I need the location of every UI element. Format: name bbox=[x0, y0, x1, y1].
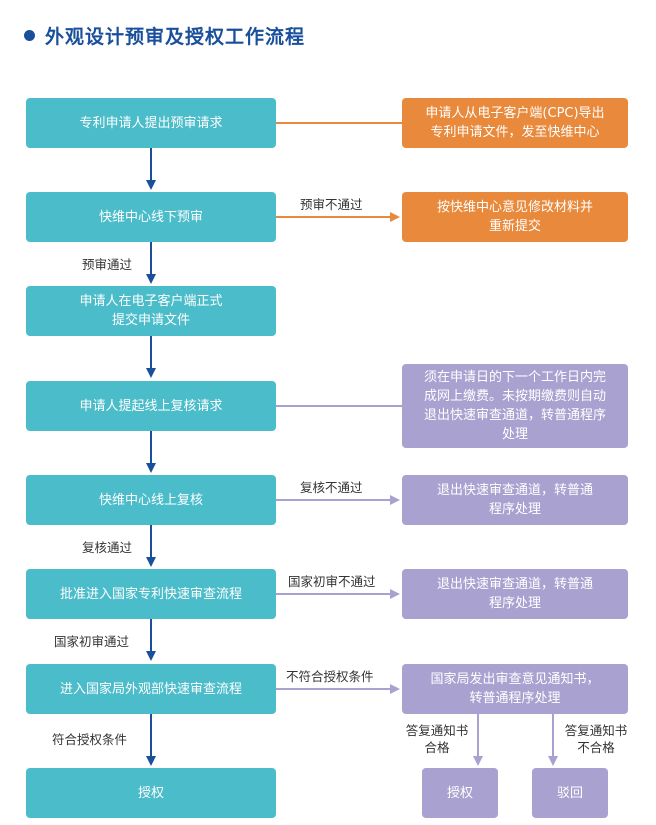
label-meet-conditions: 符合授权条件 bbox=[52, 732, 128, 747]
label-reply-pass: 答复通知书 合格 bbox=[405, 723, 469, 755]
label-review-pass: 复核通过 bbox=[82, 540, 133, 555]
note-payment-deadline: 须在申请日的下一个工作日内完 成网上缴费。未按期缴费则自动 退出快速审查通道，转… bbox=[402, 364, 628, 448]
label-pre-review-fail: 预审不通过 bbox=[300, 197, 363, 212]
page-title: 外观设计预审及授权工作流程 bbox=[45, 25, 306, 48]
label-national-pass: 国家初审通过 bbox=[54, 634, 130, 649]
step-online-review: 快维中心线上复核 bbox=[26, 475, 276, 525]
note-exit-fast-track-national: 退出快速审查通道，转普通 程序处理 bbox=[402, 569, 628, 619]
note-export-cpc-files: 申请人从电子客户端(CPC)导出 专利申请文件，发至快维中心 bbox=[402, 98, 628, 148]
label-reply-fail: 答复通知书 不合格 bbox=[564, 723, 628, 755]
step-formal-submission: 申请人在电子客户端正式 提交申请文件 bbox=[26, 286, 276, 336]
step-submit-pre-review-request: 专利申请人提出预审请求 bbox=[26, 98, 276, 148]
step-design-dept-fast-review: 进入国家局外观部快速审查流程 bbox=[26, 664, 276, 714]
step-offline-pre-review: 快维中心线下预审 bbox=[26, 192, 276, 242]
label-pre-review-pass: 预审通过 bbox=[82, 257, 133, 272]
note-revise-resubmit: 按快维中心意见修改材料并 重新提交 bbox=[402, 192, 628, 242]
step-grant: 授权 bbox=[26, 768, 276, 818]
note-exit-fast-track-review: 退出快速审查通道，转普通 程序处理 bbox=[402, 475, 628, 525]
step-online-review-request: 申请人提起线上复核请求 bbox=[26, 381, 276, 431]
label-review-fail: 复核不通过 bbox=[300, 480, 363, 495]
note-office-action: 国家局发出审查意见通知书， 转普通程序处理 bbox=[402, 664, 628, 714]
label-national-fail: 国家初审不通过 bbox=[288, 574, 376, 589]
outcome-reject: 驳回 bbox=[532, 768, 608, 818]
step-approve-fast-track: 批准进入国家专利快速审查流程 bbox=[26, 569, 276, 619]
label-not-meet-conditions: 不符合授权条件 bbox=[286, 669, 374, 684]
title-row: 外观设计预审及授权工作流程 bbox=[24, 18, 305, 52]
outcome-grant: 授权 bbox=[422, 768, 498, 818]
bullet-icon bbox=[24, 29, 35, 41]
